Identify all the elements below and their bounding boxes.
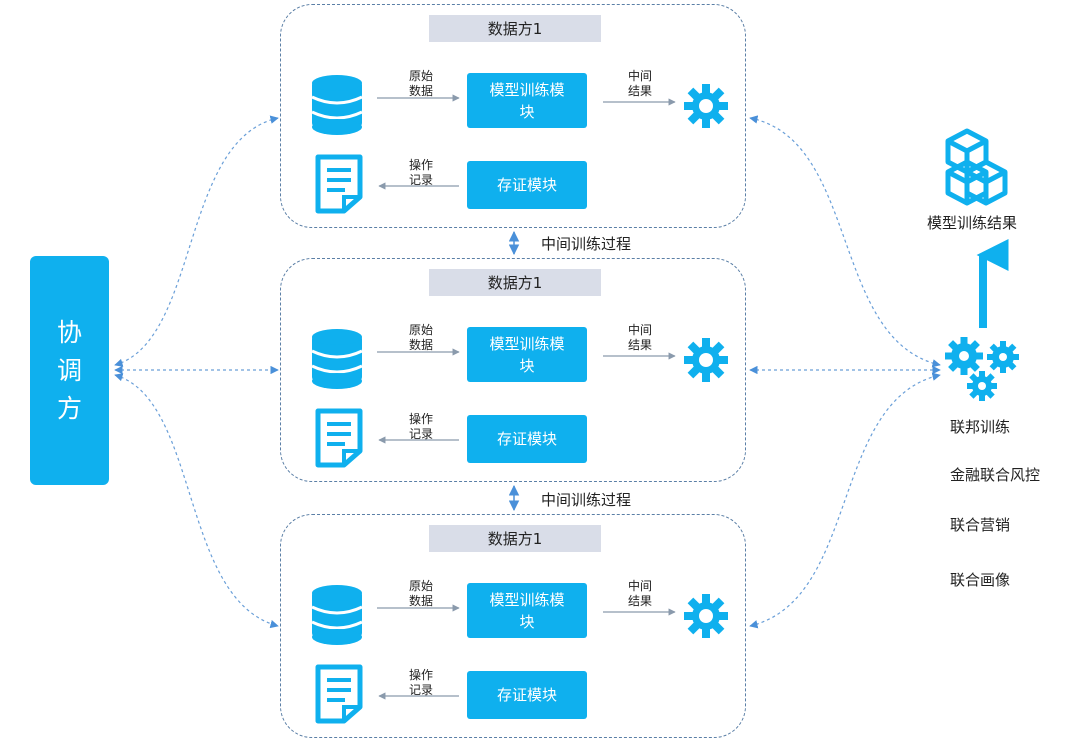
- model-training-module: 模型训练模 块: [467, 583, 587, 638]
- label-line: 原始: [408, 323, 433, 337]
- model-training-result-label: 模型训练结果: [927, 214, 1018, 232]
- arrow-train-to-result: [603, 352, 676, 360]
- data-party-2: 数据方1 原始 数据 模型训练模 块 中间 结果: [280, 258, 746, 482]
- operation-record-label: 操作 记录: [397, 158, 445, 188]
- party-header: 数据方1: [429, 15, 601, 42]
- label-line: 数据: [408, 338, 433, 352]
- operation-record-label: 操作 记录: [397, 412, 445, 442]
- module-line: 块: [519, 356, 535, 375]
- label-line: 中间: [627, 579, 652, 593]
- module-line: 模型训练模: [489, 590, 565, 609]
- database-icon: [311, 75, 363, 135]
- label-line: 原始: [408, 579, 433, 593]
- arrow-store-to-record: [378, 436, 459, 444]
- intermediate-result-label: 中间 结果: [616, 69, 664, 99]
- database-icon: [311, 329, 363, 389]
- label-line: 操作: [408, 158, 433, 172]
- arrow-train-to-result: [603, 98, 676, 106]
- model-training-module: 模型训练模 块: [467, 73, 587, 128]
- arrow-train-to-result: [603, 608, 676, 616]
- federated-training-label: 联邦训练: [950, 418, 1011, 436]
- arrow-coord-party3: [114, 373, 279, 629]
- gear-icon: [684, 338, 728, 382]
- evidence-storage-module: 存证模块: [467, 161, 587, 209]
- application-item: 金融联合风控: [950, 466, 1041, 484]
- arrow-party3-federated: [749, 372, 941, 629]
- label-line: 数据: [408, 84, 433, 98]
- label-line: 数据: [408, 594, 433, 608]
- raw-data-label: 原始 数据: [397, 579, 445, 609]
- module-line: 块: [519, 102, 535, 121]
- party-header: 数据方1: [429, 269, 601, 296]
- intermediate-training-label: 中间训练过程: [541, 235, 632, 253]
- operation-record-label: 操作 记录: [397, 668, 445, 698]
- data-party-3: 数据方1 原始 数据 模型训练模 块 中间 结果: [280, 514, 746, 738]
- label-line: 结果: [627, 338, 652, 352]
- application-item: 联合画像: [950, 571, 1011, 589]
- model-training-module: 模型训练模 块: [467, 327, 587, 382]
- coordinator-char: 协: [56, 317, 82, 347]
- module-line: 块: [519, 612, 535, 631]
- arrow-store-to-record: [378, 692, 459, 700]
- label-line: 中间: [627, 69, 652, 83]
- intermediate-result-label: 中间 结果: [616, 323, 664, 353]
- label-line: 中间: [627, 323, 652, 337]
- coordinator-char: 方: [56, 393, 82, 423]
- label-line: 记录: [408, 683, 433, 697]
- label-line: 结果: [627, 84, 652, 98]
- arrow-raw-to-train: [377, 348, 460, 356]
- arrow-party1-federated: [749, 115, 941, 368]
- evidence-storage-module: 存证模块: [467, 671, 587, 719]
- document-icon: [315, 408, 363, 468]
- arrow-raw-to-train: [377, 94, 460, 102]
- arrow-store-to-record: [378, 182, 459, 190]
- cubes-icon: [945, 128, 1008, 206]
- module-line: 模型训练模: [489, 80, 565, 99]
- evidence-storage-module: 存证模块: [467, 415, 587, 463]
- module-line: 模型训练模: [489, 334, 565, 353]
- label-line: 记录: [408, 173, 433, 187]
- data-party-1: 数据方1 原始 数据 模型训练模 块 中间 结果: [280, 4, 746, 228]
- database-icon: [311, 585, 363, 645]
- label-line: 结果: [627, 594, 652, 608]
- label-line: 操作: [408, 668, 433, 682]
- document-icon: [315, 664, 363, 724]
- coordinator-box: 协 调 方: [30, 256, 109, 485]
- coordinator-char: 调: [56, 355, 82, 385]
- label-line: 操作: [408, 412, 433, 426]
- gears-icon: [945, 337, 1019, 401]
- application-item: 联合营销: [950, 516, 1011, 534]
- raw-data-label: 原始 数据: [397, 323, 445, 353]
- raw-data-label: 原始 数据: [397, 69, 445, 99]
- label-line: 原始: [408, 69, 433, 83]
- arrow-coord-party1: [114, 115, 279, 367]
- label-line: 记录: [408, 427, 433, 441]
- intermediate-training-label: 中间训练过程: [541, 491, 632, 509]
- document-icon: [315, 154, 363, 214]
- arrow-raw-to-train: [377, 604, 460, 612]
- intermediate-result-label: 中间 结果: [616, 579, 664, 609]
- gear-icon: [684, 84, 728, 128]
- party-header: 数据方1: [429, 525, 601, 552]
- gear-icon: [684, 594, 728, 638]
